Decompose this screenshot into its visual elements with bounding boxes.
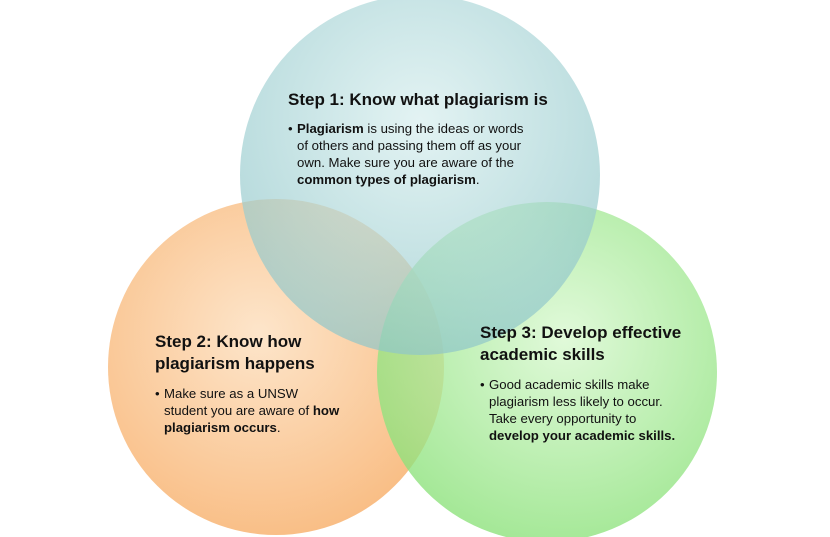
step2-line1: Make sure as a UNSW	[164, 386, 299, 401]
step3-body: • Good academic skills make plagiarism le…	[480, 376, 720, 444]
step1-keyword: Plagiarism	[297, 121, 364, 136]
step2-title: Step 2: Know how plagiarism happens	[155, 331, 375, 375]
step3-line3: Take every opportunity to	[489, 411, 637, 426]
step1-line3: own. Make sure you are aware of the	[297, 155, 514, 170]
step1-block: Step 1: Know what plagiarism is • Plagiar…	[288, 89, 588, 188]
step1-line1: is using the ideas or words	[363, 121, 524, 136]
step2-line2: student you are aware of	[164, 403, 313, 418]
step2-title-line2: plagiarism happens	[155, 354, 315, 373]
step2-link-occurs: plagiarism occurs	[164, 420, 277, 435]
step1-bullet: •	[288, 121, 293, 136]
step3-title: Step 3: Develop effective academic skill…	[480, 322, 720, 366]
step1-link-types: common types of plagiarism	[297, 172, 476, 187]
step3-bullet: •	[480, 377, 485, 392]
step2-bullet: •	[155, 386, 160, 401]
step3-line2: plagiarism less likely to occur.	[489, 394, 663, 409]
step2-title-line1: Step 2: Know how	[155, 332, 302, 351]
step1-line2: of others and passing them off as your	[297, 138, 522, 153]
step1-line4: .	[475, 172, 480, 187]
step1-body: •Plagiarism is using the ideas or words …	[288, 120, 588, 188]
step3-title-line2: academic skills	[480, 345, 605, 364]
step3-link-skills: develop your academic skills.	[489, 428, 676, 443]
circle-step1	[240, 0, 600, 355]
step3-title-line1: Step 3: Develop effective	[480, 323, 682, 342]
step2-block: Step 2: Know how plagiarism happens • Mak…	[155, 331, 375, 436]
step2-body: • Make sure as a UNSW student you are awa…	[155, 385, 375, 436]
step3-block: Step 3: Develop effective academic skill…	[480, 322, 720, 444]
step1-title: Step 1: Know what plagiarism is	[288, 90, 548, 109]
step3-line1: Good academic skills make	[489, 377, 650, 392]
step2-link-how: how	[312, 403, 340, 418]
step2-line3: .	[276, 420, 281, 435]
